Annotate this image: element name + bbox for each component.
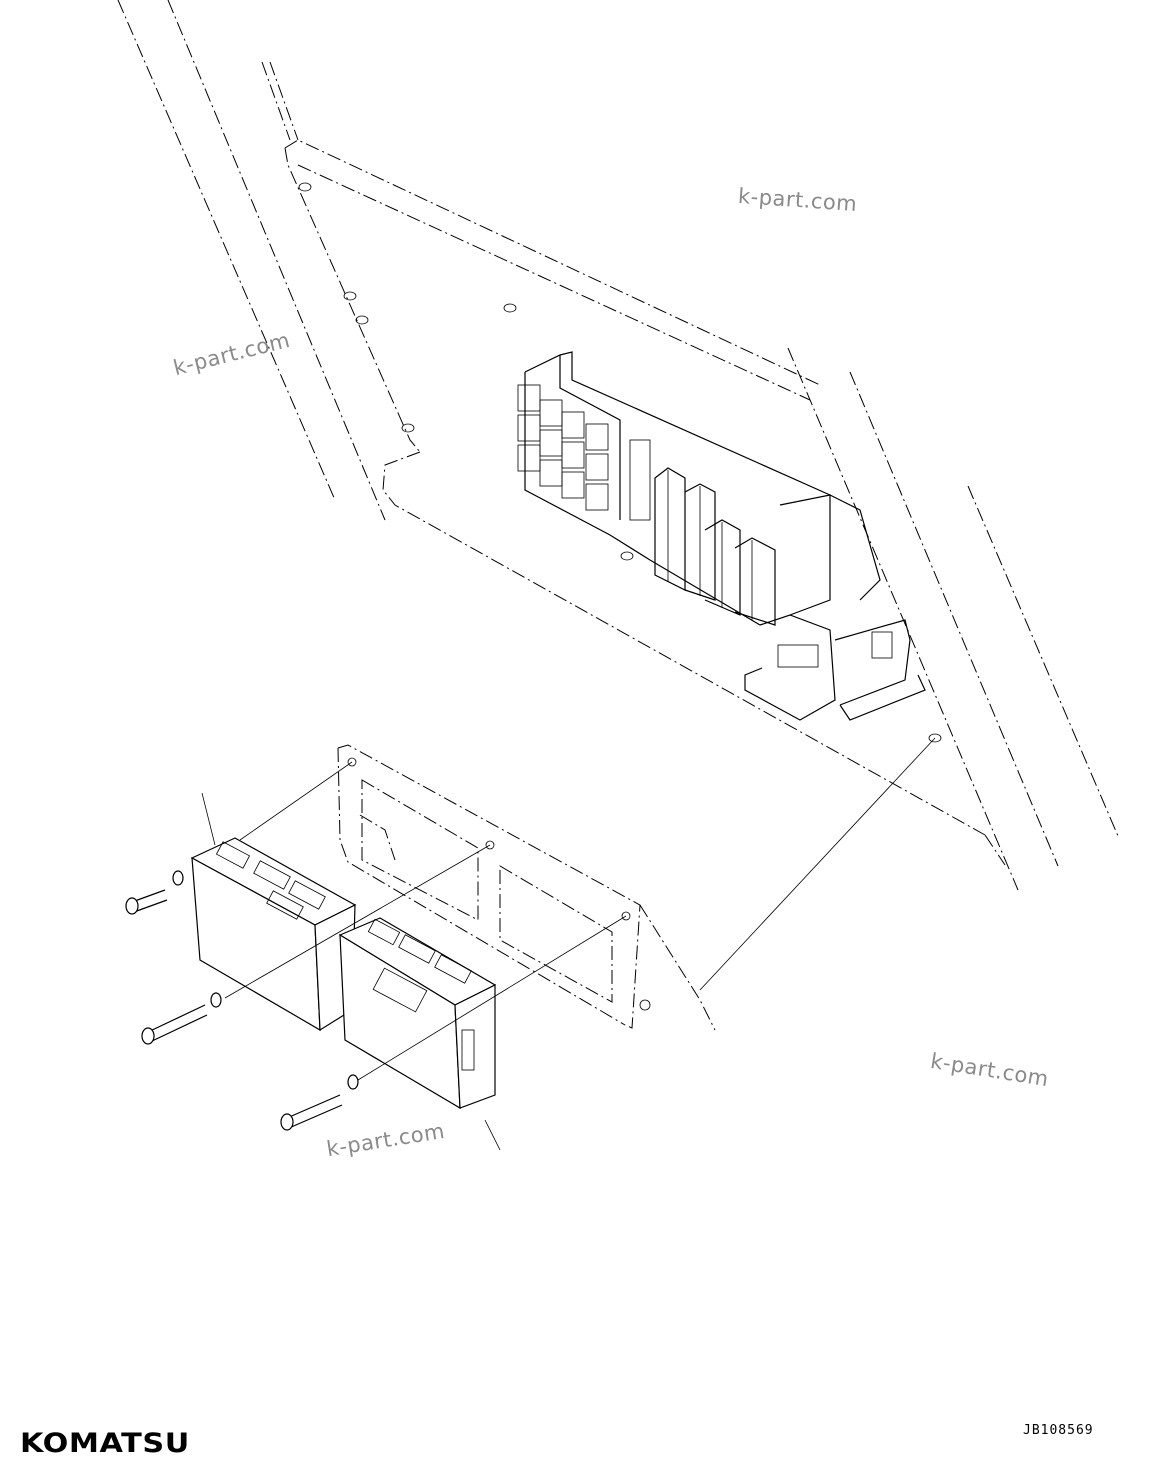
mounting-panel xyxy=(284,139,1006,866)
drawing-id: JB108569 xyxy=(1023,1423,1094,1438)
relay-box-assembly xyxy=(517,351,926,721)
connector-strips xyxy=(629,439,776,626)
bolts-and-washers xyxy=(125,870,359,1131)
phantom-outline xyxy=(117,0,1119,891)
controller-unit-2 xyxy=(338,917,497,1110)
brand-logo: KOMATSU xyxy=(20,1428,190,1459)
leader-lines xyxy=(201,737,936,1151)
controller-bracket xyxy=(337,744,716,1031)
controller-unit-1 xyxy=(190,837,357,1032)
relay-block xyxy=(517,384,609,511)
